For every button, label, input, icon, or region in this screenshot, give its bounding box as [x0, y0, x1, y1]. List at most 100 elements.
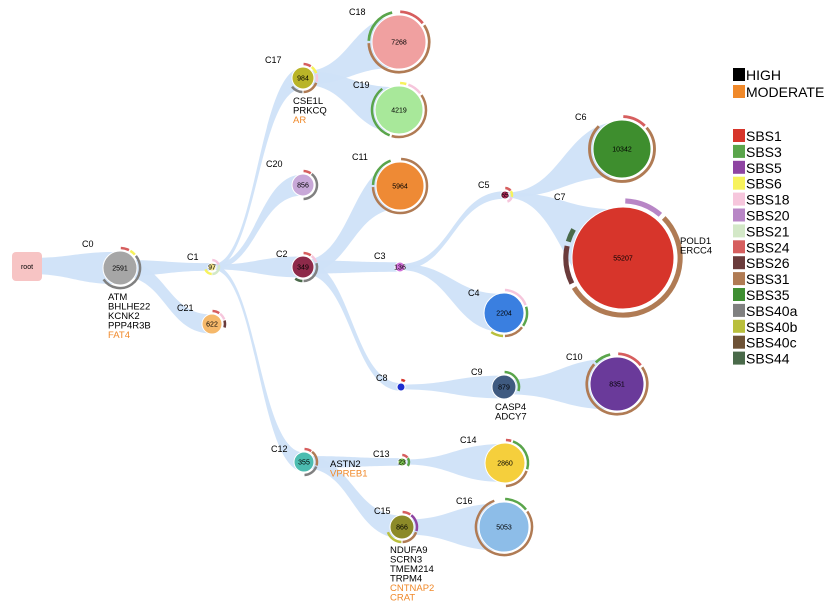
clone-circle: [102, 250, 138, 286]
clone-circle: [396, 382, 406, 392]
signature-arc-sbs31: [303, 82, 318, 94]
legend-swatch: [733, 256, 745, 270]
gene-label: TMEM214: [390, 564, 434, 575]
legend-swatch: [733, 351, 745, 365]
signature-arc-sbs3: [367, 11, 393, 41]
clone-circle: [394, 261, 406, 273]
clone-count: 136: [394, 265, 406, 272]
clone-circle: [397, 457, 407, 467]
clone-count: 866: [396, 525, 408, 532]
signature-arc-sbs31: [571, 216, 683, 318]
clone-count: 7268: [391, 40, 407, 47]
clone-node-c8[interactable]: C8: [376, 373, 406, 392]
legend-swatch: [733, 85, 745, 98]
gene-label: PPP4R3B: [108, 321, 151, 332]
signature-arc-sbs40a: [102, 255, 142, 290]
signature-arc-sbs24: [304, 447, 312, 453]
edge-C12-C15: [304, 456, 402, 539]
legend-label: SBS20: [746, 208, 790, 224]
edge-C2-C3: [303, 260, 400, 274]
gene-label: TRPM4: [390, 574, 422, 585]
clone-count: 8351: [609, 382, 625, 389]
clone-circle: [371, 14, 427, 70]
edge-C2-C11: [303, 163, 400, 274]
clone-count: 355: [298, 460, 310, 467]
gene-label: VPREB1: [330, 469, 368, 480]
signature-arc-sbs24: [303, 251, 312, 257]
gene-label: FAT4: [108, 330, 130, 341]
signature-arc-sbs18: [310, 255, 318, 263]
clone-label: C13: [373, 449, 390, 459]
signature-arc-sbs18: [212, 258, 220, 266]
legend-swatch: [733, 303, 745, 317]
signature-arc-sbs18: [504, 288, 527, 306]
legend-label: SBS24: [746, 239, 790, 255]
clone-count: 984: [297, 76, 309, 83]
gene-label: CNTNAP2: [390, 583, 434, 594]
legend-swatch: [733, 144, 745, 158]
edge-C13-C14: [402, 444, 505, 482]
clone-node-c4[interactable]: 2204 C4: [468, 288, 529, 338]
legend-swatch: [733, 224, 745, 238]
legend-label: SBS6: [746, 176, 782, 192]
signature-arc-sbs24: [303, 169, 312, 175]
edge-C17-C19: [303, 71, 399, 133]
clone-count: 2591: [112, 266, 128, 273]
signature-arc-sbs24: [120, 246, 130, 252]
signature-arc-sbs3: [522, 306, 529, 327]
clone-label: C21: [177, 303, 194, 313]
root-node: root: [12, 252, 42, 281]
legend-swatch: [733, 319, 745, 333]
clone-label: C7: [554, 192, 566, 202]
edge-root-C0: [27, 251, 120, 285]
signature-arc-sbs3: [504, 370, 521, 392]
clone-circle: [374, 85, 424, 135]
signature-arc-sbs24: [212, 309, 220, 315]
clone-label: C19: [353, 80, 370, 90]
legend-swatch: [733, 68, 745, 81]
clone-label: C20: [266, 159, 283, 169]
clone-label: C4: [468, 288, 480, 298]
clone-label: C17: [265, 55, 282, 65]
signature-arc-sbs18: [407, 83, 422, 95]
clone-label: C16: [456, 496, 473, 506]
legend-swatch: [733, 129, 745, 142]
clone-circle: [484, 442, 526, 484]
legend-label: SBS40a: [746, 303, 798, 319]
clone-count: 10342: [612, 147, 632, 154]
signature-arc-sbs6: [399, 81, 407, 86]
signature-arc-sbs6: [129, 249, 136, 256]
signature-arc-sbs5: [410, 514, 419, 532]
clone-circle: [291, 173, 315, 197]
signature-arc-sbs3: [505, 497, 527, 511]
gene-label: AR: [293, 115, 306, 126]
legend-label: HIGH: [746, 67, 781, 83]
signature-arc-sbs40b: [386, 531, 402, 544]
clone-count: 2204: [496, 311, 512, 318]
signature-arc-sbs31: [504, 326, 524, 338]
clone-count: 97: [208, 265, 216, 272]
signature-arc-sbs24: [400, 10, 424, 25]
